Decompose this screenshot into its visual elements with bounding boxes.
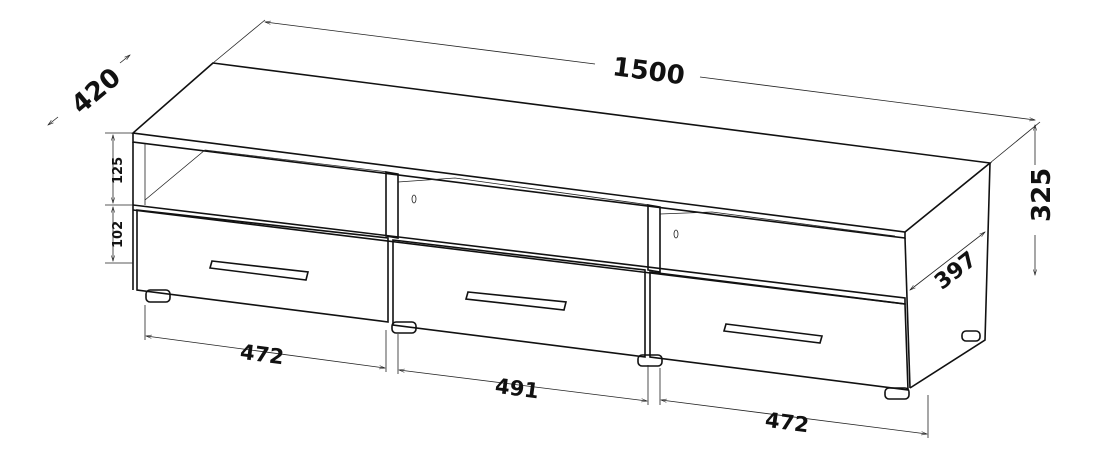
feet bbox=[145, 289, 981, 400]
label-length: 1500 bbox=[611, 52, 687, 91]
drawer-middle[interactable] bbox=[392, 239, 646, 358]
drawer-left[interactable] bbox=[136, 209, 389, 323]
label-depth: 420 bbox=[66, 63, 127, 121]
handle-middle bbox=[464, 291, 568, 311]
label-shelf-height: 125 bbox=[111, 157, 126, 184]
cabinet-outline bbox=[131, 62, 992, 389]
handle-left bbox=[208, 260, 309, 281]
handle-right bbox=[722, 323, 824, 344]
label-middle-width: 491 bbox=[494, 374, 541, 404]
dimension-lines bbox=[48, 19, 1041, 438]
drawer-right[interactable] bbox=[649, 271, 909, 391]
label-right-width: 472 bbox=[764, 408, 811, 438]
label-left-width: 472 bbox=[239, 340, 286, 370]
label-height: 325 bbox=[1027, 168, 1057, 222]
label-inner-depth: 397 bbox=[930, 247, 982, 295]
label-drawer-height: 102 bbox=[111, 221, 126, 248]
